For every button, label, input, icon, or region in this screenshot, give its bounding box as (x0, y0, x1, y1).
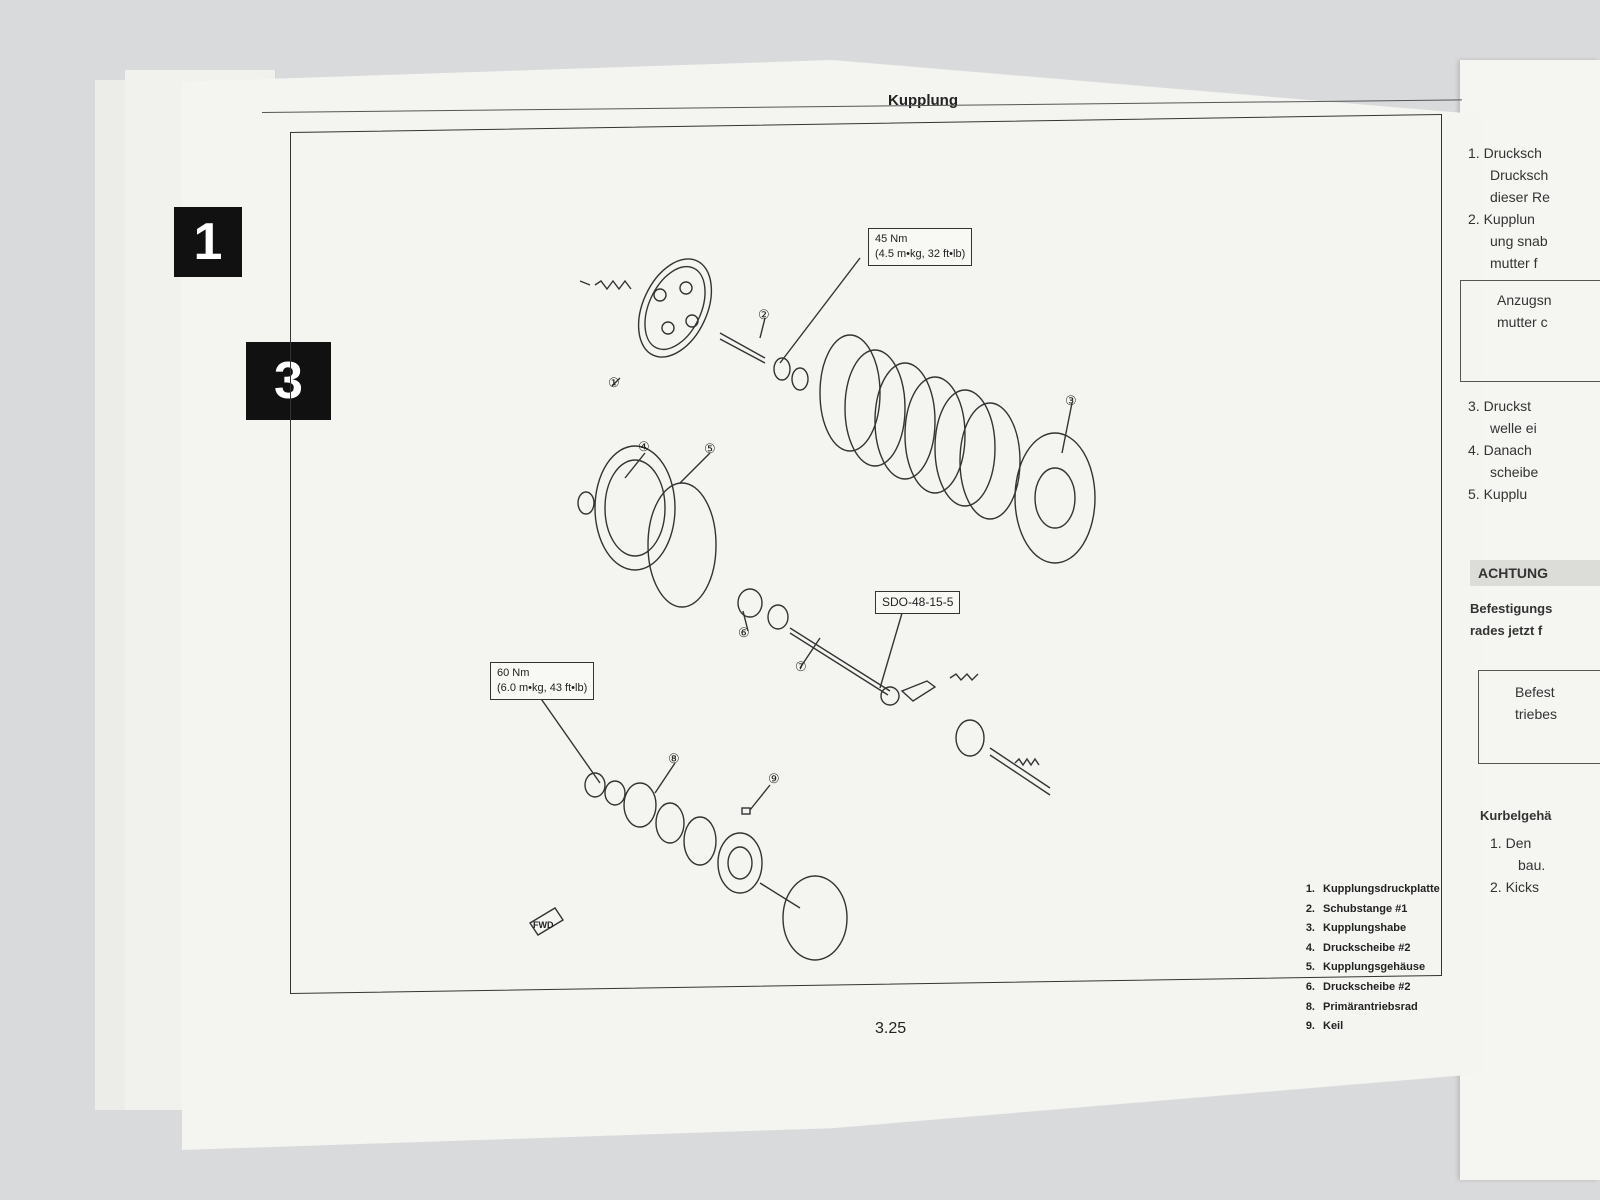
right-step: 2. Kicks (1490, 879, 1540, 895)
crankshaft (759, 882, 801, 909)
right-page-steps: 1. Drucksch Drucksch dieser Re 2. Kupplu… (1468, 142, 1550, 274)
o-ring (647, 482, 717, 608)
adjuster-screw (989, 747, 1051, 796)
clutch-housing (594, 445, 676, 571)
right-step: mutter f (1490, 255, 1538, 271)
caution-heading: ACHTUNG (1470, 560, 1600, 586)
caution-line: rades jetzt f (1470, 623, 1543, 638)
part-label-4: ④ (638, 439, 650, 454)
right-note-line: mutter c (1497, 314, 1548, 330)
right-step: welle ei (1490, 420, 1537, 436)
push-rod-1 (719, 332, 766, 359)
clutch-boss (1014, 432, 1096, 564)
right-step: 4. Danach (1468, 442, 1532, 458)
right-step: 1. Den (1490, 835, 1532, 851)
section-heading: Kurbelgehä (1480, 808, 1552, 823)
right-note-line: Anzugsn (1497, 292, 1552, 308)
clutch-exploded-diagram: ① ② ③ ④ ⑤ ⑥ ⑦ ⑧ ⑨ FWD (529, 257, 1096, 961)
legend-item: 5.Kupplungsgehäuse (1305, 961, 1426, 974)
part-label-9: ⑨ (768, 771, 780, 786)
torque-callout-45nm-value: 45 Nm (875, 233, 908, 245)
caution-text: Befestigungs rades jetzt f (1470, 598, 1552, 642)
part-label-1: ① (608, 375, 620, 390)
legend-item: 2.Schubstange #1 (1305, 902, 1408, 915)
right-step: 5. Kupplu (1468, 486, 1528, 502)
legend-item: 9.Keil (1305, 1020, 1344, 1033)
right-step: 2. Kupplun (1468, 211, 1535, 227)
torque-callout-60nm: 60 Nm (6.0 m•kg, 43 ft•lb) (490, 662, 595, 700)
page-number: 3.25 (875, 1020, 907, 1037)
torque-callout-45nm-units: (4.5 m•kg, 32 ft•lb) (875, 248, 966, 260)
page-title: Kupplung (888, 92, 958, 109)
push-rod-2 (789, 627, 891, 692)
manual-page (182, 60, 1482, 1150)
parts-legend: 1.Kupplungsdruckplatte 2.Schubstange #1 … (1297, 880, 1440, 1037)
spring (594, 279, 632, 291)
fwd-label: FWD (533, 920, 554, 930)
part-label-6: ⑥ (738, 625, 750, 640)
right-step: dieser Re (1490, 189, 1550, 205)
part-label-2: ② (758, 307, 770, 322)
right-note-line: Befest (1515, 684, 1555, 700)
right-note-box: Anzugsn mutter c (1460, 280, 1600, 382)
fwd-arrow-icon (529, 907, 564, 936)
part-label-7: ⑦ (795, 659, 807, 674)
part-label-8: ⑧ (668, 751, 680, 766)
legend-item: 3.Kupplungshabe (1305, 922, 1407, 935)
legend-item: 6.Druckscheibe #2 (1305, 980, 1411, 993)
right-step: ung snab (1490, 233, 1548, 249)
reference-code: SDO-48-15-5 (875, 591, 961, 614)
right-page-steps-2: 3. Druckst welle ei 4. Danach scheibe 5.… (1468, 395, 1538, 505)
key (741, 807, 751, 815)
right-note-box-2: Befest triebes (1478, 670, 1600, 764)
legend-item: 4.Druckscheibe #2 (1305, 941, 1411, 954)
right-step: 1. Drucksch (1468, 145, 1542, 161)
torque-callout-60nm-units: (6.0 m•kg, 43 ft•lb) (497, 682, 588, 694)
pressure-plate (637, 258, 713, 358)
right-step: 3. Druckst (1468, 398, 1532, 414)
part-label-5: ⑤ (704, 441, 716, 456)
right-page (1460, 60, 1600, 1180)
chapter-tab-1: 1 (174, 207, 242, 277)
right-step: bau. (1518, 857, 1546, 873)
primary-drive-gear (623, 782, 657, 828)
torque-callout-60nm-value: 60 Nm (497, 667, 530, 679)
legend-item: 1.Kupplungsdruckplatte (1305, 883, 1440, 895)
caution-line: Befestigungs (1470, 601, 1553, 616)
right-page-steps-3: 1. Den bau. 2. Kicks (1490, 832, 1545, 898)
right-step: Drucksch (1490, 167, 1549, 183)
part-label-3: ③ (1065, 393, 1077, 408)
clutch-plates (819, 334, 1021, 520)
chapter-tab-3: 3 (246, 342, 331, 420)
right-step: scheibe (1490, 464, 1539, 480)
release-spring (949, 672, 979, 682)
legend-item: 8.Primärantriebsrad (1305, 1000, 1418, 1013)
torque-callout-45nm: 45 Nm (4.5 m•kg, 32 ft•lb) (868, 228, 973, 266)
right-note-line: triebes (1515, 706, 1558, 722)
